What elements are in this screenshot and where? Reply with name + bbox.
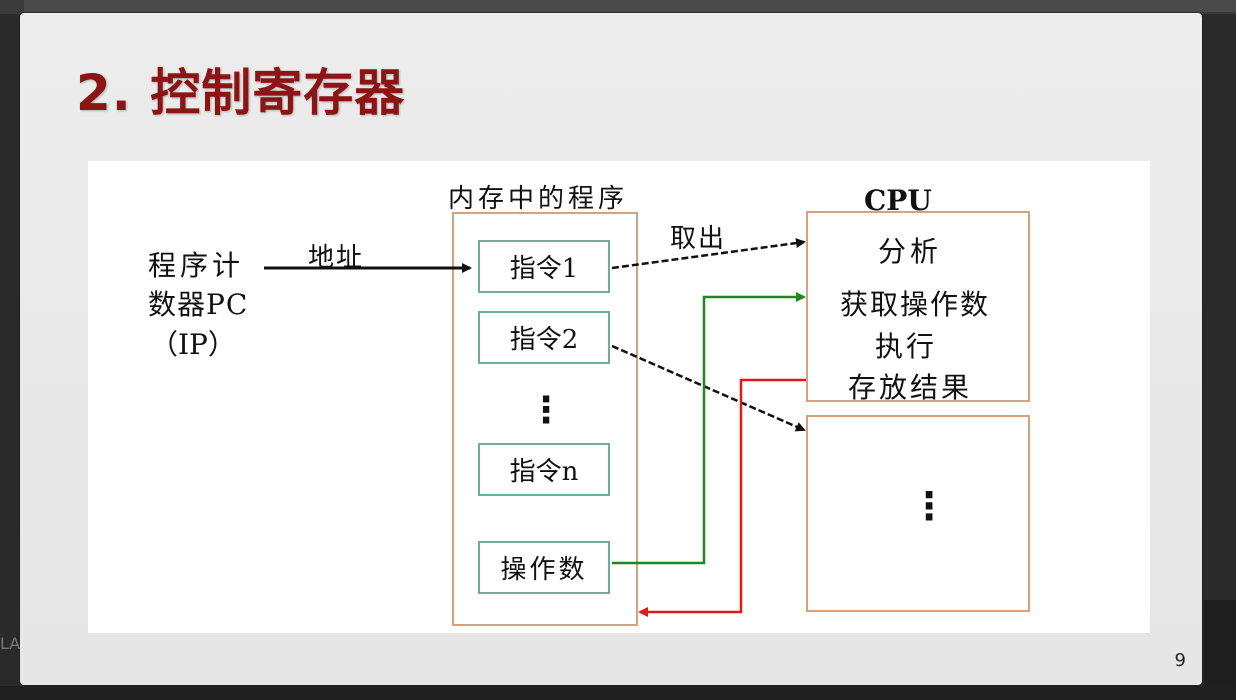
top-bar bbox=[0, 0, 1236, 14]
instruction-1: 指令1 bbox=[478, 240, 610, 293]
instruction-2: 指令2 bbox=[478, 311, 610, 364]
lower-box-ellipsis: ⋮ bbox=[910, 484, 948, 528]
lower-box bbox=[806, 415, 1030, 612]
bottom-strip bbox=[0, 686, 1236, 700]
slide-title: 2. 控制寄存器 bbox=[76, 64, 406, 122]
operand-box: 操作数 bbox=[478, 541, 610, 594]
pc-label-line1: 程序计 bbox=[148, 249, 245, 282]
slide: 2. 控制寄存器 9 bbox=[20, 13, 1202, 685]
cpu-step-analyze: 分析 bbox=[878, 235, 943, 268]
cpu-step-store-result: 存放结果 bbox=[848, 371, 973, 404]
page-number: 9 bbox=[1174, 650, 1186, 671]
cpu-box bbox=[806, 211, 1030, 402]
memory-title: 内存中的程序 bbox=[448, 184, 629, 214]
top-bar-inner bbox=[24, 0, 1236, 12]
cpu-step-fetch-operand: 获取操作数 bbox=[840, 288, 991, 321]
address-label: 地址 bbox=[308, 243, 365, 273]
instruction-ellipsis: ⋮ bbox=[528, 390, 564, 431]
instruction-n: 指令n bbox=[478, 443, 610, 496]
pc-label-line3: （IP） bbox=[150, 328, 236, 361]
cpu-step-execute: 执行 bbox=[875, 330, 938, 363]
fetch-label: 取出 bbox=[670, 224, 727, 254]
left-edge-text: LA bbox=[0, 634, 21, 653]
right-edge-shade bbox=[1204, 600, 1236, 686]
pc-label-line2: 数器PC bbox=[148, 288, 249, 321]
